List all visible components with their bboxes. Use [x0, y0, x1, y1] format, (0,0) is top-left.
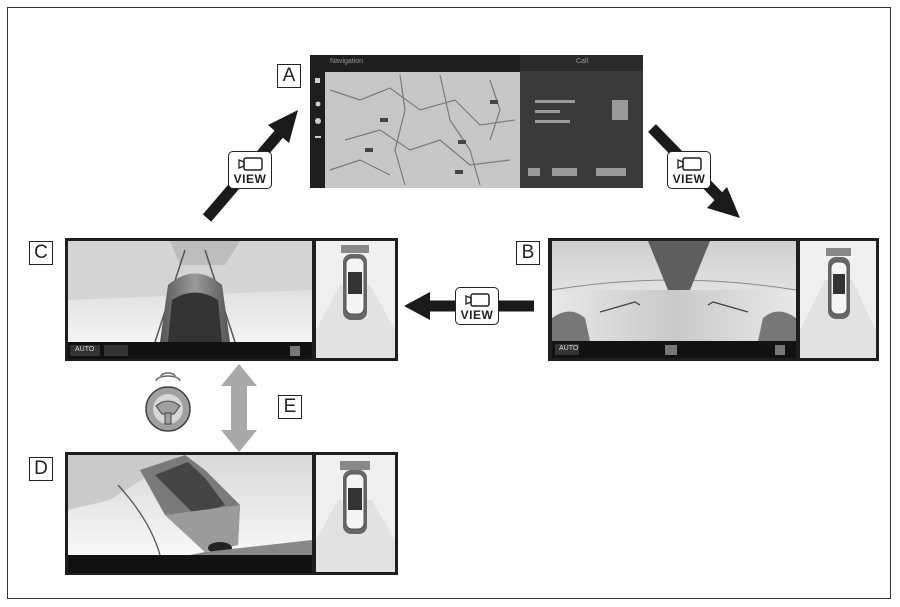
label-e: E — [278, 395, 302, 419]
screen-d-perspective-view — [65, 452, 398, 575]
nav-sidebar-icons — [315, 78, 321, 138]
call-panel-details — [528, 100, 628, 176]
camera-view-icon — [238, 157, 263, 171]
map-roads — [329, 74, 516, 186]
auto-label-b: AUTO — [559, 345, 579, 352]
label-a: A — [277, 64, 301, 88]
auto-label-c: AUTO — [75, 346, 95, 353]
label-c: C — [29, 241, 53, 265]
view-button-b-to-c: VIEW — [455, 287, 499, 325]
map-markers — [365, 100, 498, 174]
view-button-text: VIEW — [460, 308, 494, 322]
front-guide-lines — [599, 301, 749, 313]
screen-b-front-view — [548, 238, 879, 361]
map-area — [325, 72, 520, 188]
diagram-frame — [7, 7, 891, 599]
view-button-text: VIEW — [672, 172, 706, 186]
camera-view-icon — [465, 293, 490, 307]
arrow-c-d-bidirectional — [221, 364, 257, 452]
screen-a-navigation — [310, 55, 643, 188]
label-b: B — [516, 241, 540, 265]
label-d: D — [29, 457, 53, 481]
screen-c-rear-view — [65, 238, 398, 361]
view-button-c-to-a: VIEW — [228, 151, 272, 189]
camera-view-icon — [677, 157, 702, 171]
view-button-a-to-b: VIEW — [667, 151, 711, 189]
perspective-car — [140, 455, 240, 554]
steering-wheel-icon — [145, 372, 191, 432]
front-hood — [648, 241, 710, 290]
view-button-text: VIEW — [233, 172, 267, 186]
screen-a-right-title: Call — [576, 58, 589, 65]
screen-a-title: Navigation — [330, 58, 364, 65]
